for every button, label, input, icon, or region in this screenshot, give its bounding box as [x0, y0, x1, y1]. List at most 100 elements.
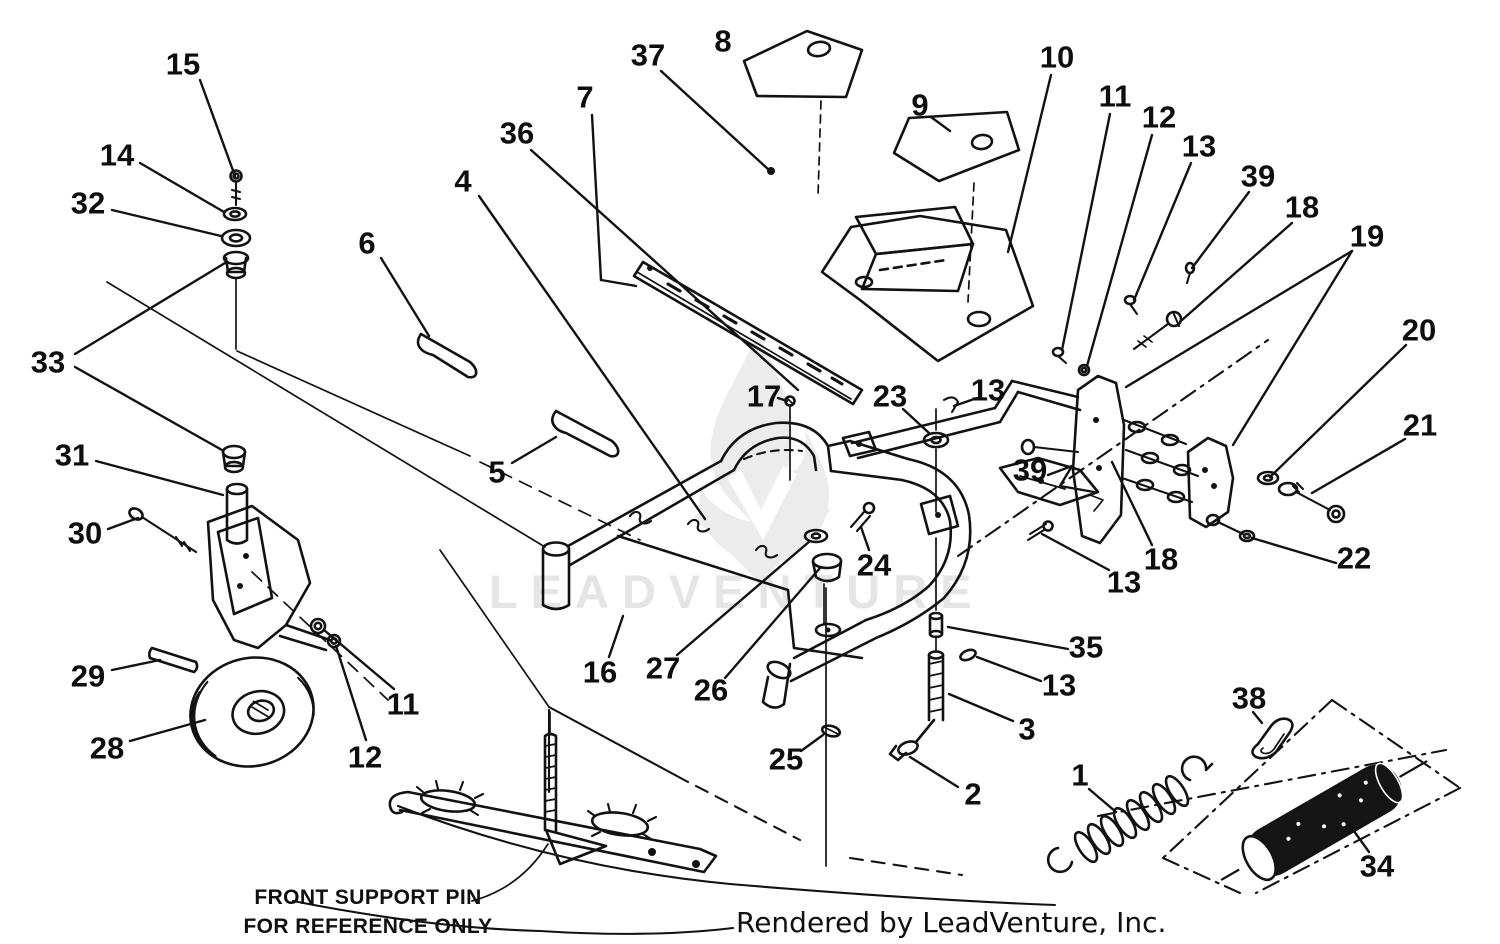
leader-line-33	[73, 365, 224, 452]
leader-line-4	[477, 194, 707, 521]
callout-13b: 13	[1107, 565, 1141, 600]
leader-line-11a	[1060, 112, 1112, 352]
callout-11a: 11	[1099, 79, 1132, 114]
callout-1: 1	[1071, 758, 1088, 793]
leader-line-16	[607, 614, 625, 659]
reference-note-line2: FOR REFERENCE ONLY	[243, 914, 493, 938]
callout-3: 3	[1018, 712, 1035, 747]
callout-12a: 12	[1142, 100, 1176, 135]
render-credit: Rendered by LeadVenture, Inc.	[736, 906, 1167, 939]
leader-line-29	[110, 658, 162, 672]
leader-line-2	[908, 755, 960, 789]
leader-line-39a	[1190, 190, 1251, 270]
clip-38	[1251, 717, 1294, 760]
leader-line-1	[1087, 787, 1118, 814]
spindle-hardware	[784, 395, 1100, 867]
leader-line-19	[1231, 249, 1354, 447]
leader-line-22	[1250, 536, 1338, 565]
callout-36: 36	[500, 116, 534, 151]
leader-line-25	[799, 733, 825, 753]
reference-note: FRONT SUPPORT PIN FOR REFERENCE ONLY	[238, 884, 498, 942]
grip-roller-34	[1220, 760, 1428, 882]
leader-line-38	[1251, 710, 1264, 725]
leader-line-13d	[975, 655, 1043, 683]
spring-roller-group	[1046, 698, 1462, 895]
deck-hidden-outline	[106, 281, 641, 708]
extension-spring-1	[1046, 755, 1214, 874]
callout-16: 16	[583, 655, 617, 690]
deck-front-view	[291, 705, 1057, 935]
callout-19: 19	[1350, 219, 1384, 254]
callout-38: 38	[1232, 681, 1266, 716]
callout-18a: 18	[1285, 190, 1319, 225]
leader-line-39b	[1058, 464, 1074, 488]
callout-13a: 13	[1182, 129, 1216, 164]
leader-line-9	[929, 115, 952, 133]
leader-line-20	[1268, 343, 1408, 479]
caster-assembly	[128, 169, 342, 768]
leader-line-21	[1310, 437, 1407, 495]
callout-14: 14	[100, 138, 135, 173]
leader-line-35	[946, 625, 1070, 651]
callout-9: 9	[911, 88, 928, 123]
callout-8: 8	[714, 24, 731, 59]
leader-line-19	[1124, 249, 1354, 389]
leader-line-15	[198, 78, 237, 178]
leader-line-12b	[334, 644, 368, 742]
callout-13d: 13	[1042, 668, 1076, 703]
leader-line-24	[859, 525, 871, 552]
leader-line-32	[110, 208, 223, 238]
callout-15: 15	[166, 47, 200, 82]
frame-weldment-4	[541, 379, 1082, 709]
callout-6: 6	[358, 226, 375, 261]
callout-2: 2	[964, 777, 981, 812]
callout-30: 30	[68, 516, 102, 551]
leader-line-14	[138, 161, 226, 214]
leader-line-12a	[1085, 133, 1154, 368]
callout-28: 28	[90, 731, 124, 766]
leader-line-18a	[1180, 221, 1294, 322]
callout-11b: 11	[387, 687, 420, 722]
wear-strip-6	[416, 332, 478, 379]
skid-plate-8	[742, 29, 864, 197]
leader-line-13a	[1132, 161, 1193, 302]
callout-31: 31	[55, 438, 89, 473]
callout-39a: 39	[1241, 159, 1275, 194]
skid-plate-9	[892, 110, 1021, 303]
leader-line-7	[599, 278, 638, 288]
leader-line-17	[776, 396, 789, 403]
leader-line-10	[1006, 73, 1053, 254]
leader-line-30	[106, 516, 140, 531]
leader-line-11b	[322, 628, 396, 691]
leader-line-27	[675, 539, 812, 657]
leader-line-6	[379, 256, 431, 338]
reference-note-line1: FRONT SUPPORT PIN	[254, 886, 482, 909]
callout-5: 5	[488, 455, 505, 490]
leader-line-31	[94, 459, 225, 497]
leader-line-39b	[1046, 464, 1074, 477]
callout-12b: 12	[348, 740, 382, 775]
leader-line-34	[1344, 818, 1371, 854]
leader-line-3	[947, 692, 1015, 723]
callout-22: 22	[1337, 541, 1371, 576]
callout-10: 10	[1040, 40, 1074, 75]
leader-line-5	[510, 435, 558, 465]
callout-33: 33	[31, 345, 65, 380]
callout-4: 4	[454, 164, 472, 199]
leader-line-33	[73, 261, 227, 356]
callout-29: 29	[71, 659, 105, 694]
leader-line-36	[529, 148, 800, 392]
callout-35: 35	[1069, 630, 1103, 665]
leader-line-39b	[1058, 484, 1096, 494]
hanger-brackets-19	[956, 261, 1346, 558]
leader-line-7	[590, 113, 603, 282]
callout-34: 34	[1360, 849, 1395, 884]
leader-line-13c	[952, 396, 979, 408]
callout-21: 21	[1403, 408, 1437, 443]
caster-wheel-28	[189, 656, 315, 768]
wear-strip-5	[551, 409, 620, 458]
watermark-flame-icon	[694, 333, 830, 583]
callout-39b: 39	[1013, 453, 1047, 488]
